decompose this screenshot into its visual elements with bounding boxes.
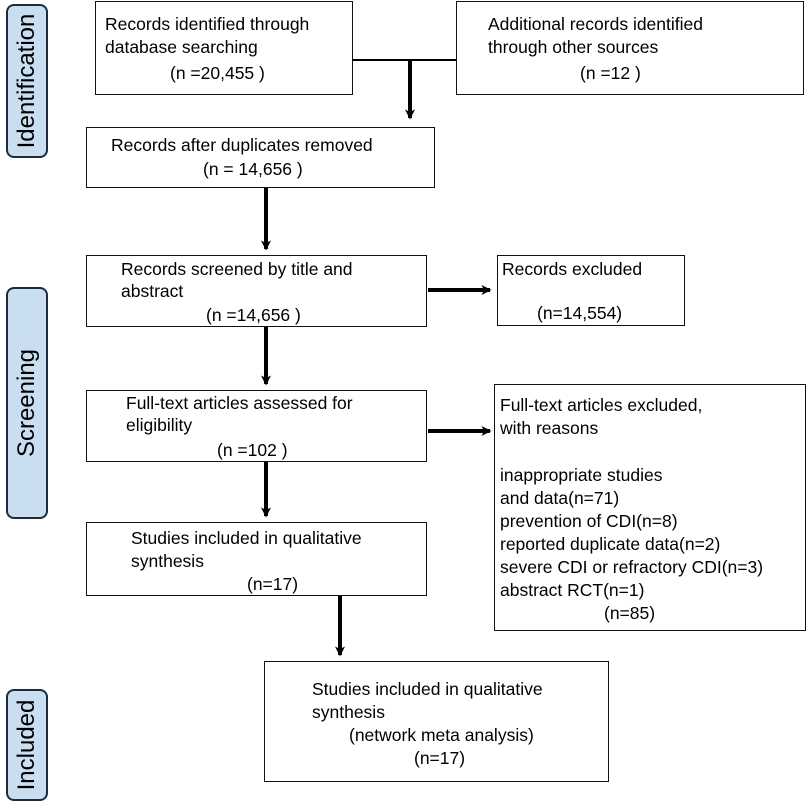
exclusion-reason: severe CDI or refractory CDI(n=3) (500, 557, 764, 577)
stage-tab-screening: Screening (6, 287, 48, 519)
box-fulltext-assessed: Full-text articles assessed for eligibil… (86, 390, 427, 462)
box-additional-records: Additional records identified through ot… (456, 1, 804, 95)
screened-count: (n =14,656 ) (206, 305, 301, 325)
records-identified-count: (n =20,455 ) (170, 63, 265, 83)
meta-line3: (network meta analysis) (349, 725, 534, 745)
box-records-screened: Records screened by title and abstract (… (86, 255, 427, 327)
box-fulltext-excluded: Full-text articles excluded, with reason… (494, 384, 806, 631)
fulltext-assessed-line2: eligibility (126, 415, 193, 435)
qualitative-line1: Studies included in qualitative (131, 528, 362, 548)
fulltext-excluded-total: (n=85) (604, 603, 656, 623)
box-after-duplicates: Records after duplicates removed (n = 14… (86, 127, 435, 188)
fulltext-excluded-line1: Full-text articles excluded, (500, 395, 703, 415)
fulltext-excluded-line2: with reasons (500, 418, 599, 438)
additional-records-count: (n =12 ) (580, 63, 641, 83)
screened-line2: abstract (121, 281, 184, 301)
after-duplicates-count: (n = 14,656 ) (203, 159, 303, 179)
meta-line1: Studies included in qualitative (312, 679, 543, 699)
exclusion-reason: and data(n=71) (500, 488, 620, 508)
meta-count: (n=17) (414, 748, 466, 768)
fulltext-assessed-line1: Full-text articles assessed for (126, 393, 353, 413)
stage-tab-identification: Identification (6, 4, 48, 158)
box-meta-analysis: Studies included in qualitative synthesi… (264, 661, 609, 782)
box-records-identified: Records identified through database sear… (95, 1, 353, 95)
box-records-excluded: Records excluded (n=14,554) (497, 255, 685, 326)
screened-line1: Records screened by title and (121, 259, 353, 279)
excluded-count: (n=14,554) (537, 303, 623, 323)
excluded-line1: Records excluded (502, 259, 643, 279)
records-identified-line2: database searching (105, 37, 258, 57)
records-identified-line1: Records identified through (105, 14, 310, 34)
additional-records-line2: through other sources (488, 37, 659, 57)
box-qualitative-synthesis: Studies included in qualitative synthesi… (86, 522, 427, 596)
after-duplicates-line1: Records after duplicates removed (111, 135, 373, 155)
meta-line2: synthesis (312, 702, 385, 722)
stage-tab-included: Included (6, 689, 48, 801)
exclusion-reason: abstract RCT(n=1) (500, 580, 645, 600)
exclusion-reason: reported duplicate data(n=2) (500, 534, 721, 554)
qualitative-line2: synthesis (131, 551, 204, 571)
exclusion-reason: inappropriate studies (500, 465, 663, 485)
exclusion-reason: prevention of CDI(n=8) (500, 511, 678, 531)
fulltext-assessed-count: (n =102 ) (217, 440, 288, 460)
qualitative-count: (n=17) (247, 574, 299, 594)
additional-records-line1: Additional records identified (488, 14, 703, 34)
